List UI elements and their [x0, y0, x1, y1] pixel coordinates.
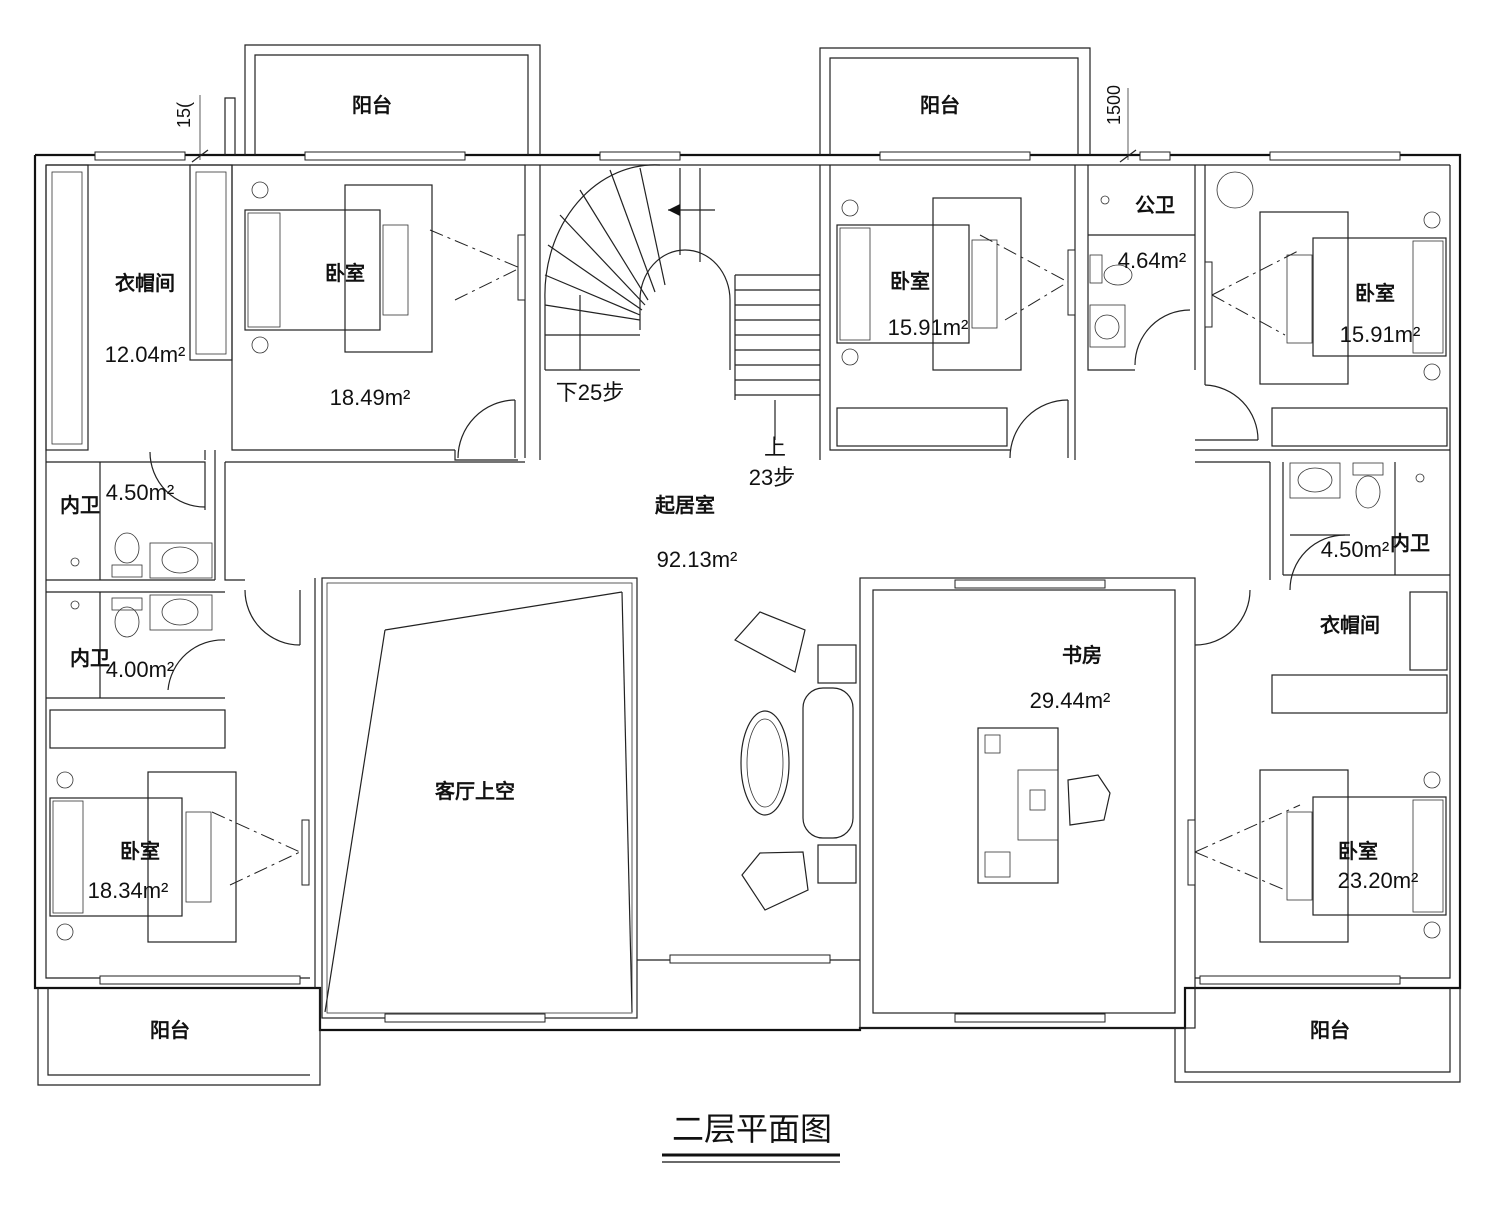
dim-left: 15(: [174, 102, 194, 128]
bedroom-area: 15.91m²: [888, 315, 969, 340]
bedroom-bottom-right: 卧室 23.20m²: [1187, 769, 1447, 985]
closet-label: 衣帽间: [115, 271, 175, 295]
bedroom-label: 卧室: [890, 269, 930, 293]
bedroom-top-right: 卧室 15.91m²: [1195, 165, 1450, 451]
plan-title: 二层平面图: [672, 1110, 832, 1148]
left-baths: 内卫 4.50m² 内卫 4.00m²: [46, 450, 226, 699]
dimension-marks: 15( 1500: [174, 85, 1137, 163]
living-label: 起居室: [654, 493, 715, 517]
void-label: 客厅上空: [434, 779, 515, 803]
dim-right: 1500: [1104, 85, 1124, 125]
balcony-label: 阳台: [920, 93, 960, 117]
bath-area: 4.00m²: [106, 657, 174, 682]
balcony-bottom-right: 阳台: [1174, 988, 1461, 1083]
closet-label: 衣帽间: [1320, 613, 1380, 637]
stair-up-label: 上: [764, 435, 786, 460]
bath-label: 内卫: [60, 493, 100, 517]
bath-area: 4.50m²: [1321, 537, 1389, 562]
bath-label: 公卫: [1135, 193, 1175, 217]
public-bath: 公卫 4.64m²: [1087, 165, 1196, 371]
windows-top: [94, 151, 1401, 161]
exterior-walls: [33, 153, 1462, 1032]
balcony-top-right: 阳台: [819, 47, 1091, 155]
entry-window: [637, 954, 860, 964]
bath-area: 4.64m²: [1118, 248, 1186, 273]
bath-label: 内卫: [70, 646, 110, 670]
study-label: 书房: [1062, 643, 1102, 667]
bedroom-bottom-left: 卧室 18.34m²: [49, 709, 310, 985]
living-area: 92.13m²: [657, 547, 738, 572]
stair-down-label: 下25步: [556, 380, 624, 405]
balcony-label: 阳台: [150, 1018, 190, 1042]
bath-area: 4.50m²: [106, 480, 174, 505]
bedroom-label: 卧室: [120, 839, 160, 863]
bedroom-top-mid: 卧室 15.91m²: [829, 165, 1076, 460]
bath-label: 内卫: [1390, 531, 1430, 555]
bedroom-area: 18.34m²: [88, 878, 169, 903]
stair-up-steps: 23步: [749, 465, 795, 490]
balcony-label: 阳台: [1310, 1018, 1350, 1042]
balcony-label: 阳台: [352, 93, 392, 117]
bedroom-area: 18.49m²: [330, 385, 411, 410]
bedroom-label: 卧室: [1338, 839, 1378, 863]
closet-top-left: 衣帽间 12.04m²: [45, 164, 233, 460]
study-area: 29.44m²: [1030, 688, 1111, 713]
bedroom-area: 23.20m²: [1338, 868, 1419, 893]
bedroom-area: 15.91m²: [1340, 322, 1421, 347]
closet-area: 12.04m²: [105, 342, 186, 367]
bedroom-label: 卧室: [1355, 281, 1395, 305]
bedroom-top-left: 卧室 18.49m²: [231, 165, 526, 461]
living-room: 起居室 92.13m²: [224, 461, 1271, 988]
balcony-bottom-left: 阳台: [37, 988, 321, 1086]
balcony-top-left: 阳台: [224, 44, 541, 155]
bedroom-label: 卧室: [325, 261, 365, 285]
plan-title-block: 二层平面图: [662, 1110, 840, 1163]
void-living: 客厅上空: [321, 577, 638, 1023]
staircase: 下25步 上 23步: [539, 164, 821, 490]
right-bath-closet: 内卫 4.50m² 衣帽间: [1271, 462, 1450, 714]
study: 书房 29.44m²: [859, 577, 1196, 1029]
